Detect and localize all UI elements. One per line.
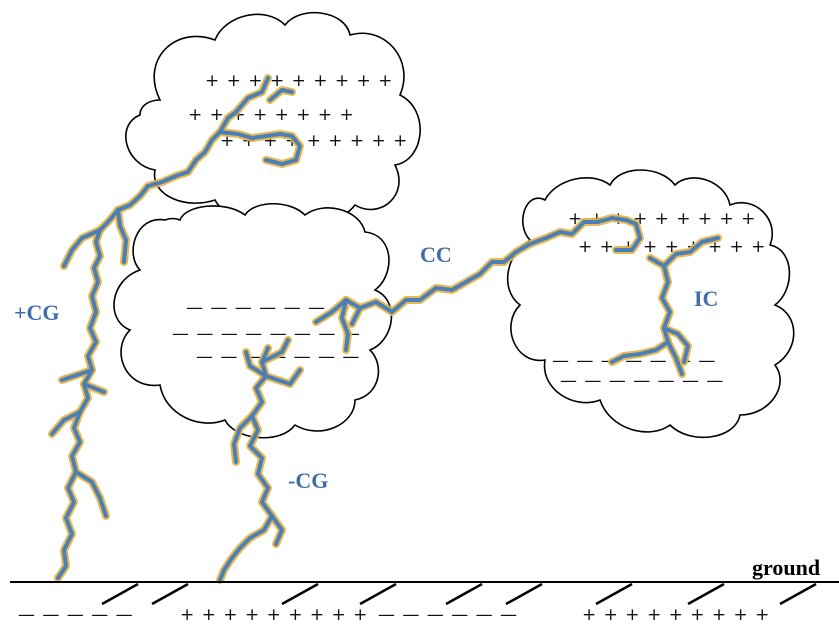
right-cloud: [506, 169, 795, 439]
charge-row: — — — — — — — —: [172, 324, 361, 344]
ground-charge-row: — — — — —: [18, 605, 134, 625]
label-cloud-to-cloud: CC: [420, 242, 452, 267]
ground-hatching: [101, 582, 817, 606]
ground-charge-row: + + + + + + + + +: [582, 605, 770, 625]
charge-row: + + + + + + + +: [188, 105, 355, 125]
charge-row: + + + + + + + + +: [568, 209, 756, 229]
left-upper-cloud: [125, 11, 421, 224]
charge-row: + + + + + + + + +: [205, 71, 393, 91]
label-negative-cg: -CG: [288, 468, 328, 493]
charge-row: — — — — — — —: [186, 298, 350, 318]
cloud-to-cloud-bolt: [314, 216, 642, 324]
ground-label: ground: [752, 555, 820, 580]
label-positive-cg: +CG: [14, 300, 60, 325]
intracloud-bolt: [610, 236, 720, 364]
ground-charge-row: — — — — — —: [378, 605, 518, 625]
charge-row: — — — — — — —: [560, 371, 724, 391]
ground-charge-row: + + + + + + + + +: [180, 605, 368, 625]
label-intracloud: IC: [694, 286, 718, 311]
left-lower-cloud: [113, 203, 393, 439]
lightning-channels: [50, 76, 720, 582]
negative-cg-bolt: [218, 346, 274, 582]
positive-cg-bolt: [56, 76, 270, 580]
